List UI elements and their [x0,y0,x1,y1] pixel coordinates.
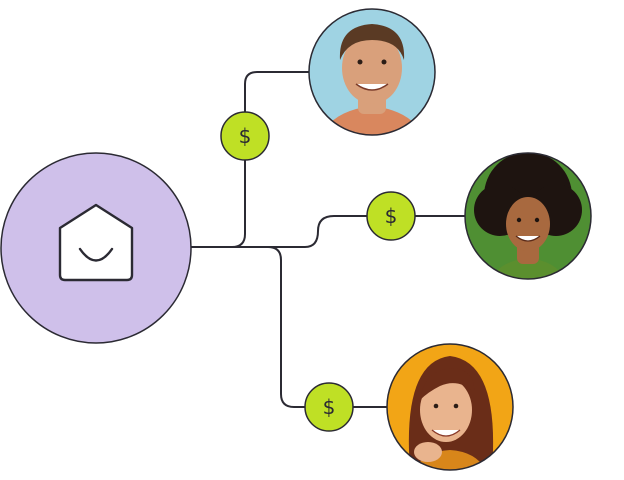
payment-connector-top: $ [220,111,270,161]
house-smile-icon [58,203,134,282]
person-avatar-woman-middle [464,152,592,280]
dollar-badge-top [220,111,270,161]
dollar-badge-bottom [304,382,354,432]
dollar-badge-middle [366,191,416,241]
dollar-symbol-middle: $ [385,204,398,228]
dollar-symbol-top: $ [239,124,252,148]
hub-node [0,152,192,344]
dollar-symbol-bottom: $ [323,395,336,419]
payment-connector-bottom: $ [304,382,354,432]
person-avatar-man-top [308,8,436,136]
connection-line-middle [190,215,466,248]
connection-line-bottom [190,246,389,408]
payment-connector-middle: $ [366,191,416,241]
person-avatar-woman-bottom [386,343,514,471]
